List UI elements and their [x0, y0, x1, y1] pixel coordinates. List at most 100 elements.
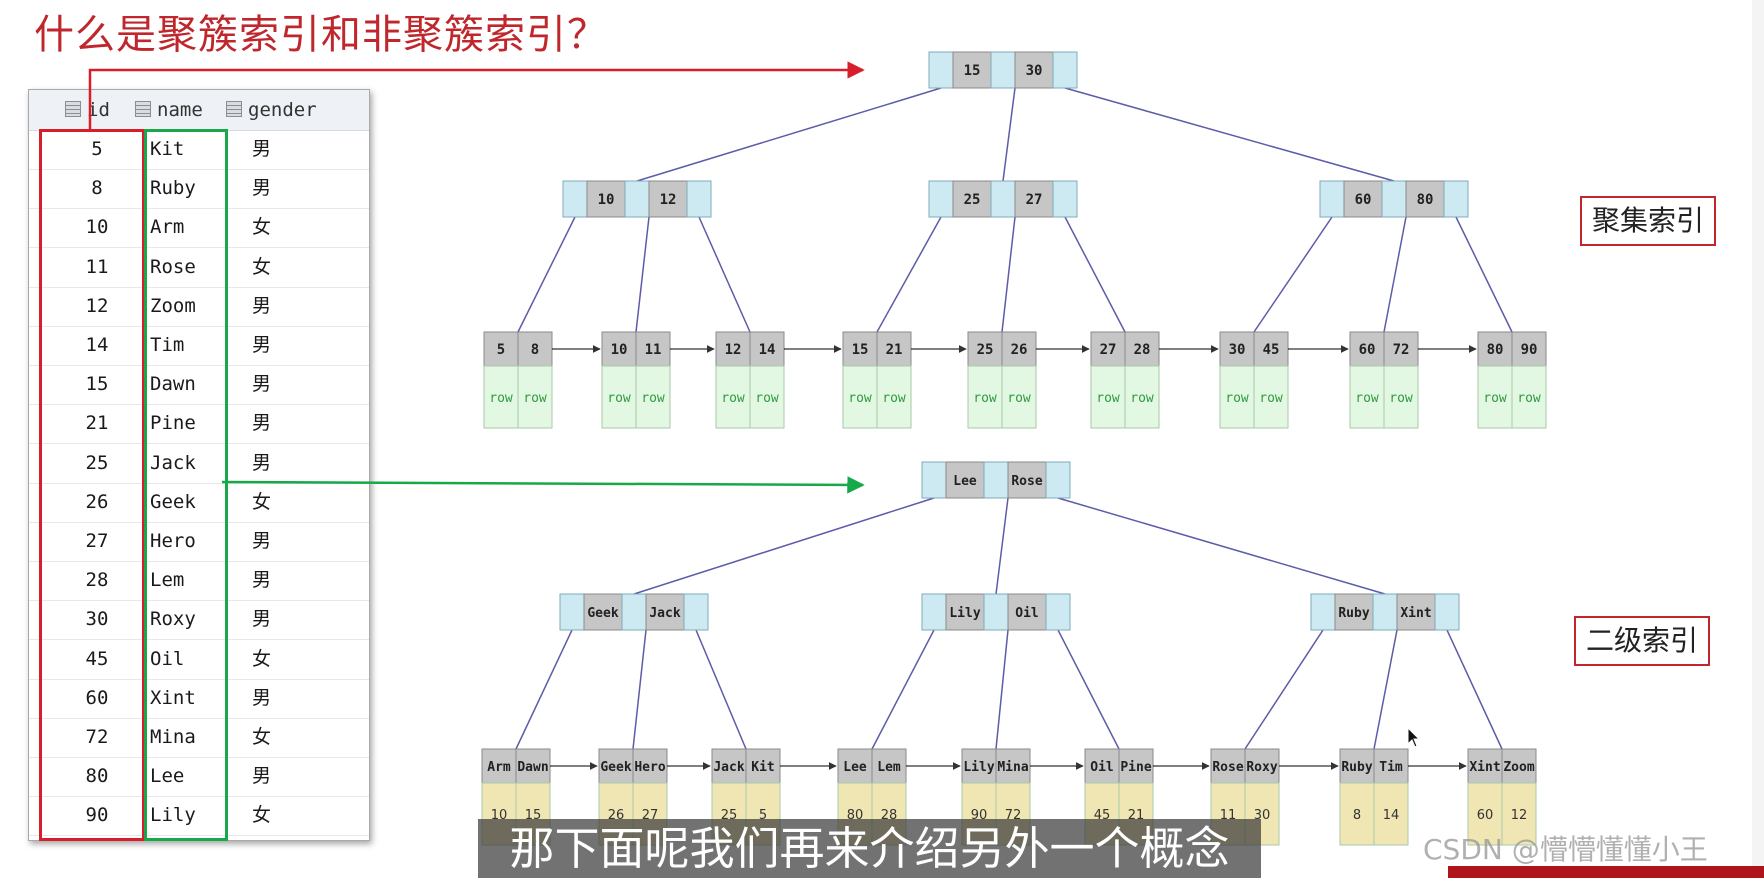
name-cell: Roxy	[150, 608, 196, 631]
leaf-key: Xint	[1469, 760, 1500, 775]
name-cell: Mina	[150, 726, 196, 748]
id-cell: 12	[85, 294, 109, 317]
leaf-key: 8	[531, 342, 539, 358]
name-arrow	[221, 476, 865, 494]
leaf-key: 90	[1521, 342, 1538, 358]
leaf-key-cell	[1511, 331, 1547, 367]
internal-node: 60 80	[1319, 180, 1469, 218]
row-data: row	[755, 391, 779, 406]
tree-edge	[1002, 87, 1016, 182]
tree-edge	[995, 497, 1009, 595]
pointer-cell	[683, 593, 709, 631]
leaf-key-cell	[1118, 748, 1154, 784]
row-data: row	[721, 391, 745, 406]
pointer-cell	[621, 593, 647, 631]
leaf-key: 11	[645, 342, 662, 358]
gender-cell: 男	[252, 138, 272, 160]
node-key: 60	[1355, 192, 1372, 208]
name-cell: Oil	[150, 647, 185, 670]
leaf-key: Lee	[843, 760, 867, 775]
leaf-key-cell	[515, 748, 551, 784]
node-key: Xint	[1400, 606, 1431, 621]
gender-cell: 女	[252, 216, 272, 239]
leaf-key: 5	[497, 342, 505, 358]
name-cell: Pine	[150, 412, 196, 435]
id-cell: 30	[85, 608, 109, 631]
gender-cell: 男	[252, 530, 272, 552]
leaf-key: 10	[611, 342, 628, 358]
name-cell: Kit	[150, 138, 185, 160]
node-key: 80	[1417, 192, 1434, 208]
row-data: row	[848, 391, 872, 406]
row-data: row	[1517, 391, 1541, 406]
leaf-data-cell	[1349, 365, 1385, 429]
id-cell: 28	[85, 569, 109, 592]
tree-edge	[876, 216, 942, 333]
tree-edge	[698, 216, 751, 333]
leaf-key: 27	[1100, 342, 1117, 358]
node-key: 30	[1026, 63, 1043, 79]
leaf-data-cell	[1253, 365, 1289, 429]
pointer-cell	[928, 51, 954, 89]
pointer-cell	[559, 593, 585, 631]
leaf-key-cell	[598, 748, 634, 784]
pointer-cell	[1052, 51, 1078, 89]
key-cell	[945, 593, 985, 631]
name-cell: Lee	[150, 765, 185, 788]
pointer-cell	[1052, 180, 1078, 218]
header-name[interactable]: name	[135, 90, 203, 130]
leaf-data-cell	[876, 365, 912, 429]
tree-edge	[871, 629, 935, 750]
leaf-key: Lily	[963, 760, 994, 775]
leaf-key: Oil	[1090, 760, 1113, 775]
leaf-data-cell	[1001, 365, 1037, 429]
row-data: row	[973, 391, 997, 406]
name-cell: Tim	[150, 334, 185, 356]
leaf-key: Rose	[1212, 760, 1243, 775]
name-cell: Zoom	[150, 294, 196, 317]
pointer-cell	[1434, 593, 1460, 631]
name-cell: Rose	[150, 255, 196, 278]
leaf-data-cell	[1219, 365, 1255, 429]
tree-edge	[1064, 216, 1126, 333]
header-gender[interactable]: gender	[226, 90, 317, 130]
tree-edges	[515, 87, 1513, 770]
leaf-key: Pine	[1120, 760, 1151, 775]
header-id[interactable]: id	[65, 90, 110, 130]
leaf-key: 60	[1359, 342, 1376, 358]
row-data: row	[523, 391, 547, 406]
leaf-key-cell	[711, 748, 747, 784]
leaf-key-cell	[1090, 331, 1126, 367]
leaf-key: Arm	[487, 760, 511, 775]
leaf-data-cell	[842, 365, 878, 429]
watermark: CSDN @懵懵懂懂小王	[1423, 833, 1708, 866]
column-icon	[135, 101, 151, 117]
leaf-key: 15	[852, 342, 869, 358]
gender-cell: 男	[252, 451, 272, 474]
leaf-key: 14	[759, 342, 776, 358]
leaf-data-cell	[715, 365, 751, 429]
